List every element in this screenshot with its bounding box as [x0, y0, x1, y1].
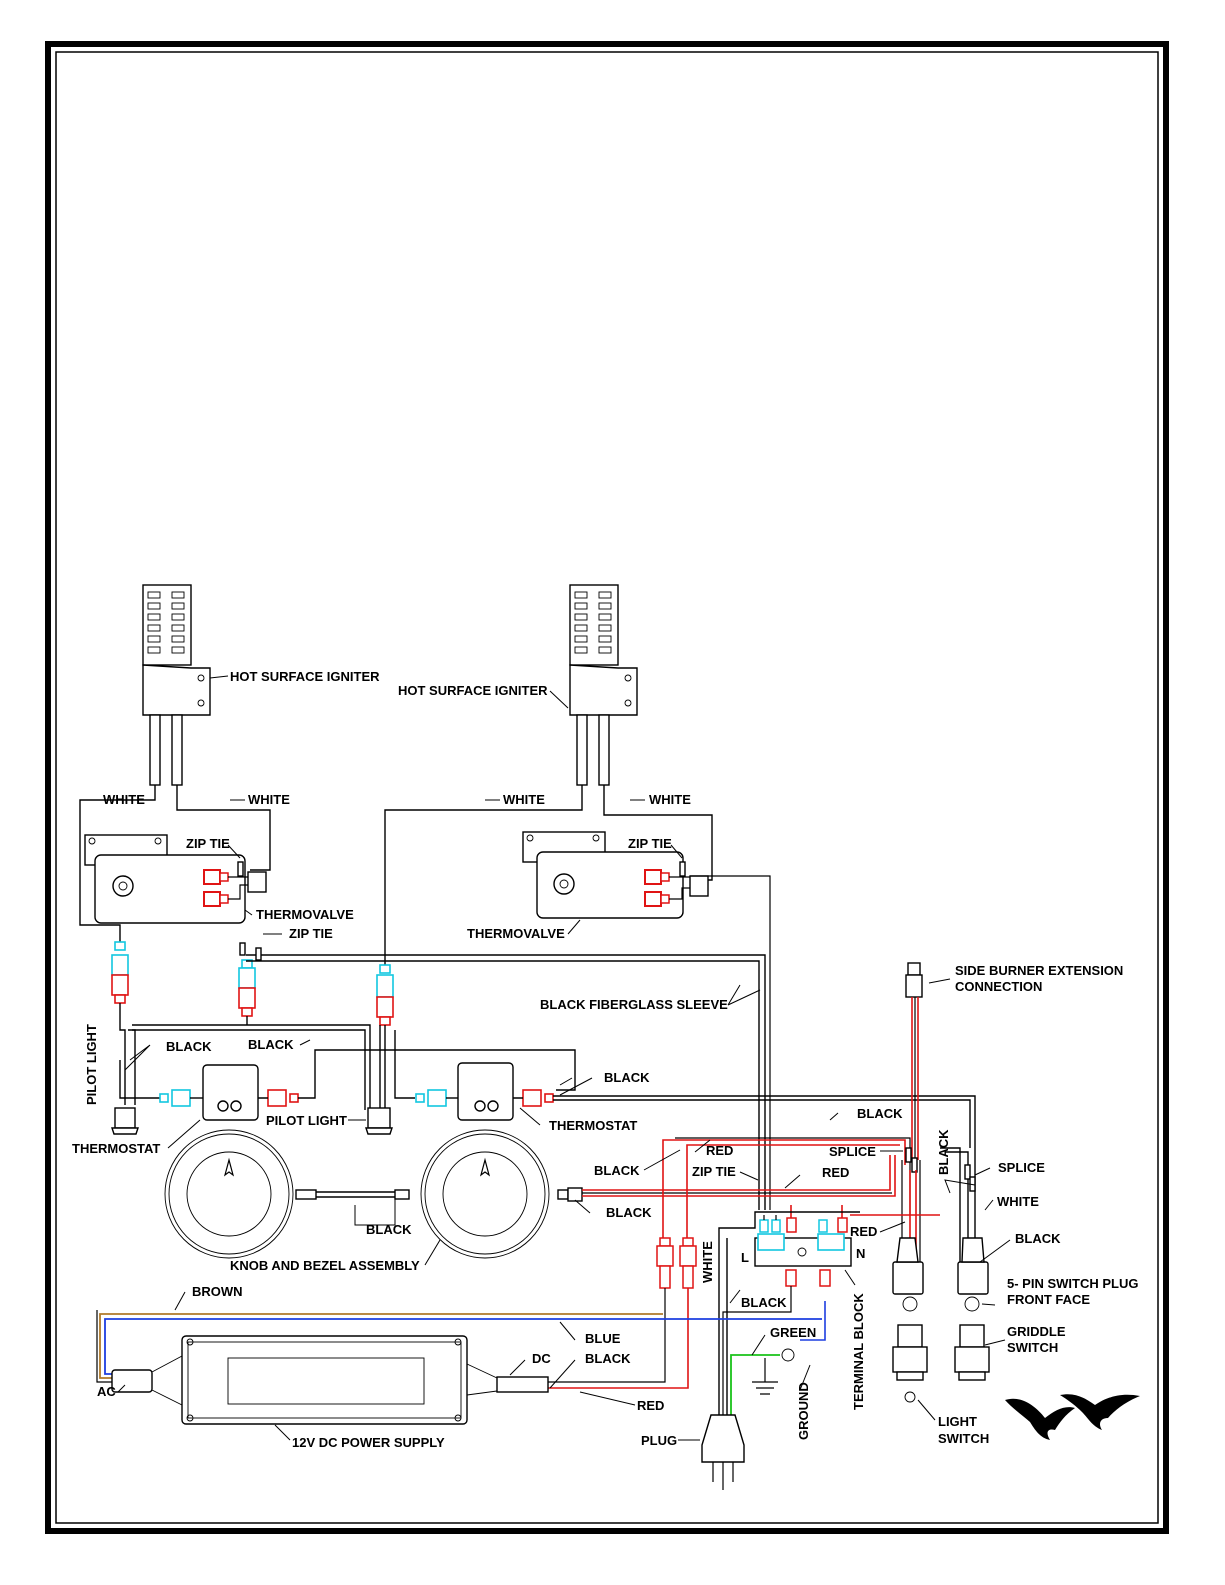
leader-lines	[88, 675, 1011, 1441]
ac-cord	[718, 1211, 860, 1415]
thermovalve-left	[84, 834, 267, 924]
label-zip-tie-2: ZIP TIE	[628, 836, 672, 851]
switch-plug-front-face	[902, 1296, 980, 1312]
terminal-block	[722, 1205, 852, 1415]
label-zip-tie-4: ZIP TIE	[692, 1164, 736, 1179]
label-knob-bezel: KNOB AND BEZEL ASSEMBLY	[230, 1258, 420, 1273]
label-light-1: LIGHT	[938, 1414, 977, 1429]
thermostat-left	[119, 1049, 576, 1121]
label-zip-tie-1: ZIP TIE	[186, 836, 230, 851]
label-zip-tie-3: ZIP TIE	[289, 926, 333, 941]
label-5pin-plug-1: 5- PIN SWITCH PLUG	[1007, 1276, 1138, 1291]
label-plug: PLUG	[641, 1433, 677, 1448]
label-black-4: BLACK	[857, 1106, 903, 1121]
label-white-1: WHITE	[103, 792, 145, 807]
eagle-logo-icon	[1005, 1394, 1140, 1440]
label-thermostat-right: THERMOSTAT	[549, 1118, 637, 1133]
label-white-4: WHITE	[649, 792, 691, 807]
label-black-8: BLACK	[1015, 1231, 1061, 1246]
label-white-2: WHITE	[248, 792, 290, 807]
ac-input-wires	[96, 1310, 822, 1383]
label-power-supply: 12V DC POWER SUPPLY	[292, 1435, 445, 1450]
label-green: GREEN	[770, 1325, 816, 1340]
label-red-3: RED	[850, 1224, 877, 1239]
label-light-2: SWITCH	[938, 1431, 989, 1446]
label-side-burner-1: SIDE BURNER EXTENSION	[955, 963, 1123, 978]
griddle-switch	[954, 1324, 990, 1381]
outer-frame	[45, 41, 1169, 1534]
knob-harness	[295, 1187, 583, 1202]
label-pilot-light-horizontal: PILOT LIGHT	[266, 1113, 347, 1128]
label-black-10: BLACK	[585, 1351, 631, 1366]
pilot-light-left	[111, 1003, 371, 1135]
power-supply	[111, 1335, 549, 1425]
label-black-vertical: BLACK	[936, 1129, 951, 1175]
inner-frame	[55, 51, 1159, 1524]
switch-harness	[850, 1147, 989, 1295]
label-splice-2: SPLICE	[998, 1160, 1045, 1175]
label-ground: GROUND	[796, 1382, 811, 1440]
label-tb-n: N	[856, 1246, 865, 1261]
thermovalve-right	[522, 831, 709, 919]
label-5pin-plug-2: FRONT FACE	[1007, 1292, 1090, 1307]
label-red-4: RED	[637, 1398, 664, 1413]
label-hsi-right: HOT SURFACE IGNITER	[398, 683, 548, 698]
red-harness	[582, 1137, 911, 1242]
label-pilot-light-vertical: PILOT LIGHT	[84, 1024, 99, 1105]
labels: HOT SURFACE IGNITER HOT SURFACE IGNITER …	[72, 669, 1138, 1450]
side-burner-extension	[905, 962, 923, 1160]
label-brown: BROWN	[192, 1284, 243, 1299]
label-thermovalve-1: THERMOVALVE	[256, 907, 354, 922]
thermostat-right	[394, 1030, 976, 1148]
plug-icon	[701, 1414, 745, 1490]
knob-bezel-left	[164, 1129, 294, 1259]
black-fiberglass-sleeve	[239, 875, 771, 1210]
light-switch	[892, 1324, 928, 1403]
label-hsi-left: HOT SURFACE IGNITER	[230, 669, 380, 684]
knob-bezel-right	[420, 1129, 550, 1259]
label-white-3: WHITE	[503, 792, 545, 807]
label-red-1: RED	[706, 1143, 733, 1158]
ground-symbol-icon	[752, 1358, 778, 1395]
label-griddle-2: SWITCH	[1007, 1340, 1058, 1355]
white-wires-igniters	[79, 785, 713, 965]
label-splice-1: SPLICE	[829, 1144, 876, 1159]
hot-surface-igniter-right	[569, 584, 638, 786]
hot-surface-igniter-left	[142, 584, 211, 786]
label-white-5: WHITE	[997, 1194, 1039, 1209]
label-thermostat-left: THERMOSTAT	[72, 1141, 160, 1156]
label-black-3: BLACK	[604, 1070, 650, 1085]
inline-connectors	[111, 941, 394, 1026]
pilot-light-center	[365, 1025, 393, 1135]
label-terminal-block: TERMINAL BLOCK	[851, 1293, 866, 1410]
label-side-burner-2: CONNECTION	[955, 979, 1042, 994]
label-thermovalve-2: THERMOVALVE	[467, 926, 565, 941]
label-black-2: BLACK	[248, 1037, 294, 1052]
label-black-5: BLACK	[594, 1163, 640, 1178]
label-white-vertical: WHITE	[700, 1241, 715, 1283]
label-red-2: RED	[822, 1165, 849, 1180]
label-black-6: BLACK	[606, 1205, 652, 1220]
label-ac: AC	[97, 1384, 116, 1399]
label-black-1: BLACK	[166, 1039, 212, 1054]
label-black-9: BLACK	[741, 1295, 787, 1310]
label-griddle-1: GRIDDLE	[1007, 1324, 1066, 1339]
label-black-7: BLACK	[366, 1222, 412, 1237]
label-blue: BLUE	[585, 1331, 621, 1346]
label-black-fiberglass: BLACK FIBERGLASS SLEEVE	[540, 997, 728, 1012]
label-dc: DC	[532, 1351, 551, 1366]
label-tb-l: L	[741, 1250, 749, 1265]
